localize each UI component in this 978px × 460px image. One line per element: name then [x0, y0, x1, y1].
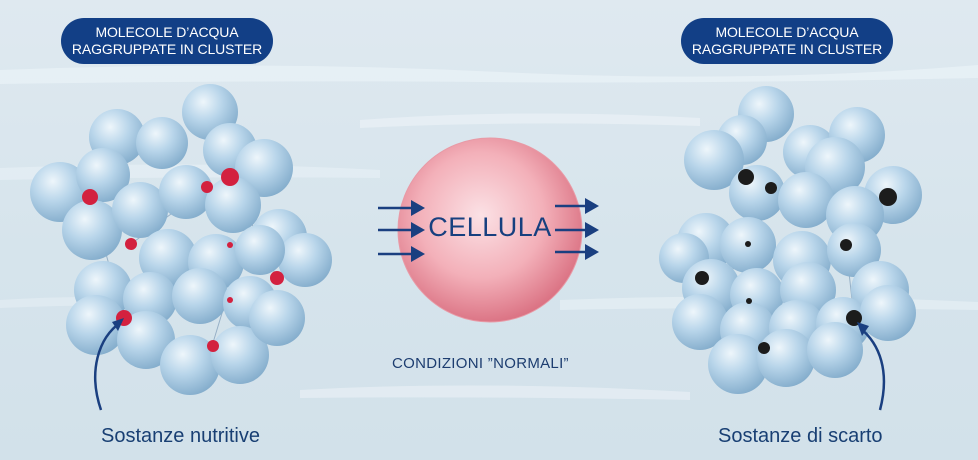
- pointer-left-arrow-icon: [112, 318, 124, 331]
- water-molecule: [684, 130, 744, 190]
- waste-particle: [840, 239, 852, 251]
- water-molecule: [172, 268, 228, 324]
- water-molecule: [827, 223, 881, 277]
- pointer-left-curve: [94, 320, 122, 411]
- water-molecule: [860, 285, 916, 341]
- cell-label: CELLULA: [428, 212, 552, 242]
- waste-particle: [695, 271, 709, 285]
- left-title-line1: MOLECOLE D’ACQUA: [95, 24, 239, 40]
- water-molecule: [757, 329, 815, 387]
- nutrient-particle: [270, 271, 284, 285]
- water-molecule: [160, 335, 220, 395]
- water-molecule: [123, 272, 177, 326]
- right-caption: Sostanze di scarto: [718, 425, 883, 447]
- waste-particle: [745, 241, 751, 247]
- water-molecule: [136, 117, 188, 169]
- water-molecule: [117, 311, 175, 369]
- water-molecule: [159, 165, 213, 219]
- arrow-out-icon: [585, 198, 599, 214]
- right-cluster-title: MOLECOLE D’ACQUA RAGGRUPPATE IN CLUSTER: [681, 18, 893, 64]
- water-molecule: [729, 165, 785, 221]
- nutrient-particle: [221, 168, 239, 186]
- waste-particle: [738, 169, 754, 185]
- water-molecule: [62, 200, 122, 260]
- left-cluster-title: MOLECOLE D’ACQUA RAGGRUPPATE IN CLUSTER: [61, 18, 273, 64]
- arrow-in-icon: [411, 222, 425, 238]
- arrow-in-icon: [411, 200, 425, 216]
- arrow-in-icon: [411, 246, 425, 262]
- water-molecule: [249, 290, 305, 346]
- arrow-out-icon: [585, 244, 599, 260]
- nutrient-particle: [227, 242, 233, 248]
- nutrient-particle: [82, 189, 98, 205]
- waste-particle: [758, 342, 770, 354]
- waste-particle: [879, 188, 897, 206]
- left-title-line2: RAGGRUPPATE IN CLUSTER: [71, 41, 263, 57]
- waste-particle: [846, 310, 862, 326]
- pointer-right-arrow-icon: [857, 322, 869, 336]
- waste-particle: [746, 298, 752, 304]
- water-molecule: [66, 295, 126, 355]
- water-molecule: [76, 148, 130, 202]
- nutrient-particle: [207, 340, 219, 352]
- right-title-line2: RAGGRUPPATE IN CLUSTER: [691, 41, 883, 57]
- water-molecule: [211, 326, 269, 384]
- pointer-right-curve: [859, 327, 886, 411]
- nutrient-particle: [125, 238, 137, 250]
- water-molecule: [112, 182, 168, 238]
- water-molecule: [672, 294, 728, 350]
- condition-label: CONDIZIONI ”NORMALI”: [392, 355, 569, 372]
- water-molecule: [278, 233, 332, 287]
- waste-particle: [765, 182, 777, 194]
- water-molecule: [235, 225, 285, 275]
- right-title-line1: MOLECOLE D’ACQUA: [715, 24, 859, 40]
- nutrient-particle: [227, 297, 233, 303]
- water-molecule: [807, 322, 863, 378]
- water-molecule: [205, 177, 261, 233]
- water-molecule: [708, 334, 768, 394]
- water-molecule: [778, 172, 834, 228]
- arrow-out-icon: [585, 222, 599, 238]
- nutrient-particle: [201, 181, 213, 193]
- left-caption: Sostanze nutritive: [101, 425, 260, 447]
